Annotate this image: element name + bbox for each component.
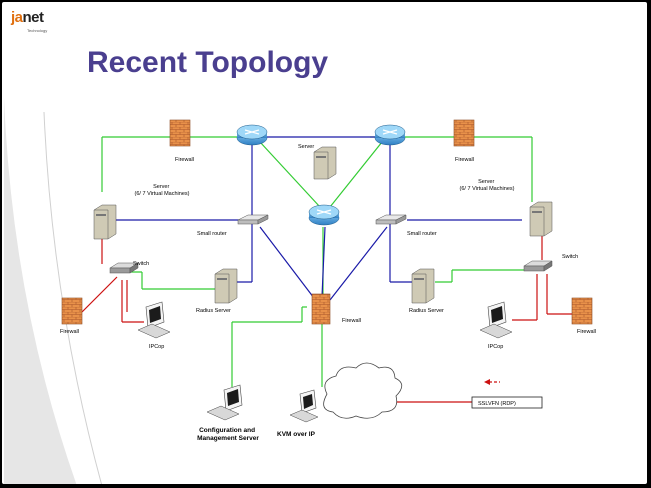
logo-brand-main: ja <box>11 9 23 26</box>
firewall-icon <box>311 293 331 325</box>
label-firewall-bottom-right: Firewall <box>577 329 596 335</box>
label-firewall-bottom-left: Firewall <box>60 329 79 335</box>
logo-brand-rest: net <box>22 9 45 26</box>
decor-curve <box>4 97 77 484</box>
router-icon <box>374 124 406 146</box>
slide-canvas: janet Technology Recent Topology <box>2 2 647 484</box>
label-server-left-line1: Server <box>153 184 169 190</box>
label-sslvpn: SSLVFN (RDP) <box>478 401 516 407</box>
logo-tagline: Technology <box>27 28 48 33</box>
label-small-router-left: Small router <box>197 231 227 237</box>
switch-icon <box>109 262 139 274</box>
label-firewall-center: Firewall <box>342 318 361 324</box>
blue-links <box>114 136 522 303</box>
janet-logo: janet Technology <box>11 9 53 43</box>
label-server-center: Server <box>298 144 314 150</box>
label-config-server-line1: Configuration and <box>199 427 255 434</box>
workstation-icon <box>289 389 319 423</box>
label-switch-left: Switch <box>133 261 149 267</box>
label-server-left: Server (6/ 7 Virtual Machines) <box>135 184 190 197</box>
topology-diagram: Firewall Firewall Server Server (6/ 7 Vi… <box>4 97 596 484</box>
label-switch-right: Switch <box>562 254 578 260</box>
firewall-icon <box>453 119 475 147</box>
firewall-icon <box>61 297 83 325</box>
server-icon <box>529 201 553 237</box>
label-radius-right: Radius Server <box>409 308 444 314</box>
server-icon <box>411 268 435 304</box>
internet-cloud-icon <box>323 362 403 419</box>
label-radius-left: Radius Server <box>196 308 231 314</box>
router-icon <box>236 124 268 146</box>
label-small-router-right: Small router <box>407 231 437 237</box>
label-config-server: Configuration and Management Server <box>197 427 259 442</box>
workstation-icon <box>479 301 513 339</box>
label-config-server-line2: Management Server <box>197 435 259 442</box>
router-icon <box>308 204 340 226</box>
slide-title: Recent Topology <box>87 46 329 79</box>
workstation-icon <box>137 301 171 339</box>
label-server-right-line2: (6/ 7 Virtual Machines) <box>460 186 515 192</box>
red-links <box>81 232 572 403</box>
small-router-icon <box>375 214 407 225</box>
label-kvm: KVM over IP <box>277 431 316 438</box>
server-icon <box>93 204 117 240</box>
sslvpn-box <box>471 396 543 409</box>
label-firewall-top-left: Firewall <box>175 157 194 163</box>
server-icon <box>214 268 238 304</box>
arrow-left-icon <box>484 379 500 385</box>
firewall-icon <box>169 119 191 147</box>
workstation-icon <box>206 384 243 421</box>
label-ipcop-left: IPCop <box>149 344 164 350</box>
server-icon <box>313 146 337 180</box>
label-server-right: Server (6/ 7 Virtual Machines) <box>460 179 515 192</box>
label-firewall-top-right: Firewall <box>455 157 474 163</box>
label-server-left-line2: (6/ 7 Virtual Machines) <box>135 191 190 197</box>
switch-icon <box>523 260 553 272</box>
label-ipcop-right: IPCop <box>488 344 503 350</box>
label-server-right-line1: Server <box>478 179 494 185</box>
firewall-icon <box>571 297 593 325</box>
small-router-icon <box>237 214 269 225</box>
